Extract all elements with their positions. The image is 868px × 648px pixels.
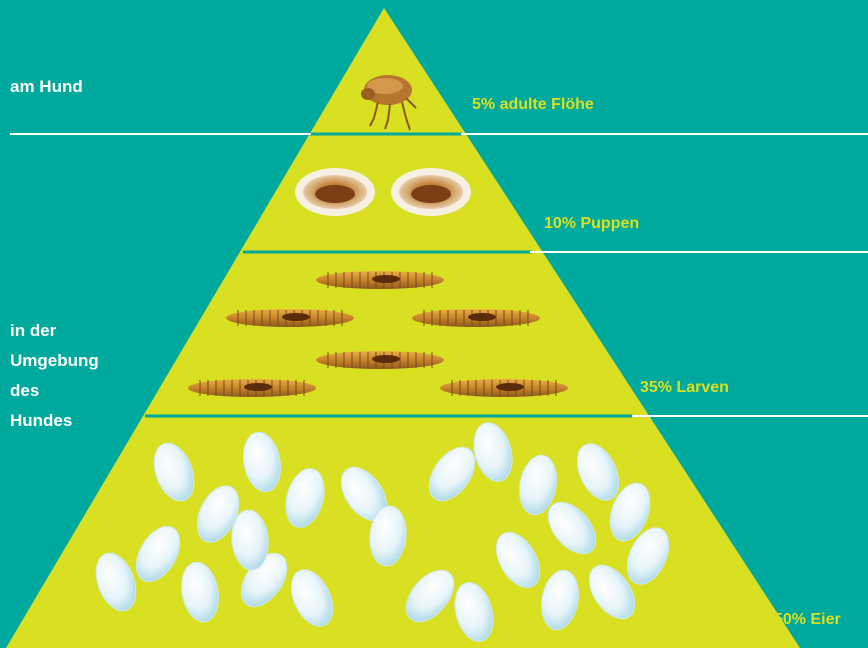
tier-label-eggs: 50% Eier (774, 611, 841, 629)
environment-label-line-3: des (10, 376, 99, 406)
on-dog-label: am Hund (10, 72, 83, 102)
tier-label-larvae: 35% Larven (640, 379, 729, 397)
environment-label-line-1: in der (10, 316, 99, 346)
larva-icon (440, 379, 568, 397)
larva-icon (316, 271, 444, 289)
tier-label-adult-fleas: 5% adulte Flöhe (472, 96, 594, 114)
environment-label: in der Umgebung des Hundes (10, 316, 99, 436)
larva-icon (188, 379, 316, 397)
larva-icon (412, 309, 540, 327)
larva-icon (226, 309, 354, 327)
larva-icon (316, 351, 444, 369)
tier-label-pupae: 10% Puppen (544, 215, 639, 233)
environment-label-line-2: Umgebung (10, 346, 99, 376)
pupa-icon (391, 168, 471, 216)
environment-label-line-4: Hundes (10, 406, 99, 436)
pupa-icon (295, 168, 375, 216)
